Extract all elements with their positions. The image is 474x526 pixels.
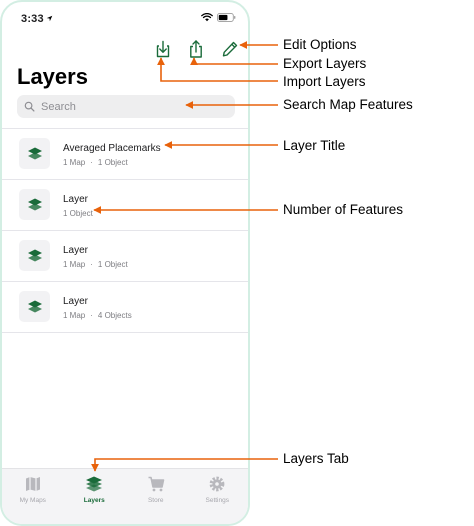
layer-title: Averaged Placemarks [63,143,161,154]
layer-thumbnail [19,291,50,322]
tab-bar: My Maps Layers Store [2,468,248,524]
edit-options-button[interactable] [219,38,241,60]
callout-number-of-features: Number of Features [283,202,404,217]
callout-export-layers: Export Layers [283,56,367,71]
callout-edit-options: Edit Options [283,37,357,52]
gear-icon [209,476,225,492]
layer-object-count: 1 Object [97,158,128,167]
layer-meta: 1 Map·1 Object [63,158,128,167]
layer-row[interactable]: Layer 1 Map·4 Objects [2,282,248,333]
cart-icon [148,476,165,492]
tab-label: Layers [83,497,105,504]
tab-label: Settings [205,497,230,504]
search-bar[interactable] [17,95,235,118]
map-icon [25,477,40,491]
layer-row-averaged-placemarks[interactable]: Averaged Placemarks 1 Map·1 Object [2,129,248,180]
tab-my-maps[interactable]: My Maps [2,469,64,524]
layer-meta: 1 Map·1 Object [63,260,128,269]
layer-thumbnail [19,240,50,271]
battery-icon [217,13,236,22]
wifi-icon [201,13,213,22]
callout-layer-title: Layer Title [283,138,346,153]
tab-label: My Maps [19,497,46,504]
layers-stack-icon [27,198,42,211]
tab-layers[interactable]: Layers [64,469,126,524]
callout-layers-tab: Layers Tab [283,451,349,466]
layer-title: Layer [63,296,89,307]
layers-stack-icon [86,476,103,492]
layer-object-count: 1 Object [97,260,128,269]
layer-map-count: 1 Map [63,158,86,167]
page-title: Layers [17,64,88,89]
location-arrow-icon [46,15,53,22]
export-layers-button[interactable] [185,38,207,60]
layers-stack-icon [27,147,42,160]
layer-row[interactable]: Layer 1 Map·1 Object [2,231,248,282]
layer-thumbnail [19,138,50,169]
search-icon [24,101,35,112]
status-bar: 3:33 [2,2,248,32]
layers-stack-icon [27,300,42,313]
layer-title: Layer [63,245,89,256]
layer-map-count: 1 Map [63,311,86,320]
layer-meta: 1 Object [63,209,93,218]
status-time: 3:33 [21,13,44,25]
status-icons [201,13,236,22]
layer-meta: 1 Map·4 Objects [63,311,132,320]
layer-thumbnail [19,189,50,220]
tab-label: Store [147,497,164,504]
import-layers-button[interactable] [152,38,174,60]
tab-store[interactable]: Store [125,469,187,524]
layer-object-count: 4 Objects [97,311,132,320]
layers-stack-icon [27,249,42,262]
tab-settings[interactable]: Settings [187,469,249,524]
callout-search-map-features: Search Map Features [283,97,413,112]
download-tray-icon [156,40,170,58]
layer-map-count: 1 Map [63,260,86,269]
callout-import-layers: Import Layers [283,74,366,89]
share-icon [190,40,202,58]
layer-row[interactable]: Layer 1 Object [2,180,248,231]
search-input[interactable] [41,100,221,113]
layer-title: Layer [63,194,89,205]
layer-object-count: 1 Object [63,209,93,218]
layer-list: Averaged Placemarks 1 Map·1 Object Layer… [2,128,248,333]
phone-screen: 3:33 [0,0,250,526]
pencil-icon [222,41,238,57]
